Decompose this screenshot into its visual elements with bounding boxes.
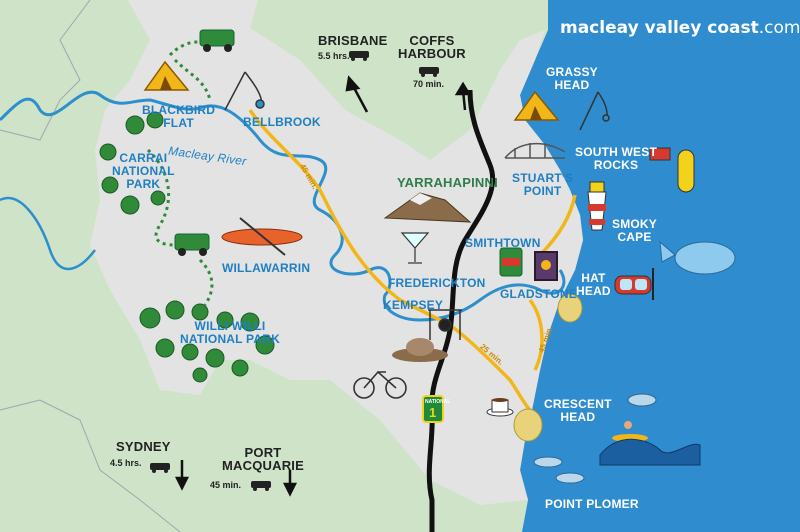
brand-bold: macleay valley coast — [560, 18, 759, 38]
tent-icon — [143, 60, 190, 91]
label-smithtown: SMITHTOWN — [465, 236, 541, 250]
road-smokycape — [538, 194, 577, 257]
jam-jar-icon — [499, 247, 523, 277]
label-coffs-harbour: COFFS HARBOUR — [398, 33, 466, 61]
label-crescent-head: CRESCENT HEAD — [544, 397, 612, 424]
playground-icon — [428, 309, 462, 340]
fishing-rod-icon — [579, 91, 610, 131]
label-brisbane: BRISBANE — [318, 33, 388, 48]
tree-icons — [99, 111, 275, 383]
jeep-icon — [174, 233, 210, 256]
time-port-macquarie: 45 min. — [210, 480, 242, 490]
headland-icon — [513, 293, 583, 442]
label-sydney: SYDNEY — [116, 439, 171, 454]
label-south-west-rocks: SOUTH WEST ROCKS — [575, 145, 657, 172]
label-carrai: CARRAI NATIONAL PARK — [112, 151, 175, 191]
label-point-plomer: POINT PLOMER — [545, 497, 639, 511]
label-stuarts-point: STUART'S POINT — [512, 171, 574, 198]
pacific-highway — [426, 89, 496, 532]
highway-shield — [422, 395, 444, 423]
shield-number: 1 — [429, 405, 437, 420]
whale-icon — [659, 240, 736, 275]
road-kempsey-crescent — [448, 323, 532, 412]
coffee-icon — [486, 398, 514, 417]
brand-title[interactable]: macleay valley coast.com.au — [560, 18, 800, 38]
label-port-macquarie: PORT MACQUARIE — [222, 445, 304, 473]
fishing-rod-icon — [224, 71, 265, 111]
time-coffs-harbour: 70 min. — [413, 79, 445, 89]
label-grassy-head: GRASSY HEAD — [546, 65, 598, 92]
label-frederickton: FREDERICKTON — [388, 276, 486, 290]
label-blackbird-flat: BLACKBIRD FLAT — [142, 103, 216, 130]
bicycle-icon — [353, 370, 407, 399]
label-bellbrook: BELLBROOK — [243, 115, 321, 129]
painting-icon — [534, 251, 558, 281]
trail-carrai — [146, 148, 176, 247]
mountain-icon — [383, 192, 472, 223]
jeep-icon — [199, 29, 235, 52]
tent-icon — [513, 90, 560, 121]
cocktail-icon — [400, 232, 430, 264]
label-willawarrin: WILLAWARRIN — [222, 261, 311, 275]
time-brisbane: 5.5 hrs. — [318, 51, 350, 61]
trail — [168, 40, 212, 101]
road-hathead — [528, 298, 544, 371]
road-bellbrook-kempsey — [248, 109, 451, 327]
label-yarrahapinni: YARRAHAPINNI — [397, 175, 498, 190]
border-line — [0, 0, 91, 141]
kayak-icon — [221, 217, 303, 256]
label-hat-head: HAT HEAD — [576, 271, 611, 298]
dolphin-icon — [533, 393, 657, 484]
scuba-icon — [649, 147, 695, 193]
ocean — [520, 0, 800, 532]
label-gladstone: GLADSTONE — [500, 287, 577, 301]
arrow-icon — [174, 75, 472, 497]
lighthouse-icon — [587, 181, 607, 231]
border-line-south — [0, 399, 181, 532]
bridge-icon — [504, 142, 566, 159]
snorkel-mask-icon — [614, 268, 654, 300]
label-willi-willi: WILLI WILLI NATIONAL PARK — [180, 319, 280, 346]
hat-icon — [392, 338, 448, 362]
label-smoky-cape: SMOKY CAPE — [612, 217, 658, 244]
macleay-river — [0, 90, 566, 322]
label-kempsey: KEMPSEY — [383, 298, 444, 312]
car-icon — [150, 51, 439, 491]
shield-top: NATIONAL — [425, 399, 451, 405]
brand-suffix: .com.au — [758, 18, 800, 38]
wave-icon — [599, 438, 701, 466]
tributary — [0, 196, 96, 271]
time-sydney: 4.5 hrs. — [110, 458, 142, 468]
